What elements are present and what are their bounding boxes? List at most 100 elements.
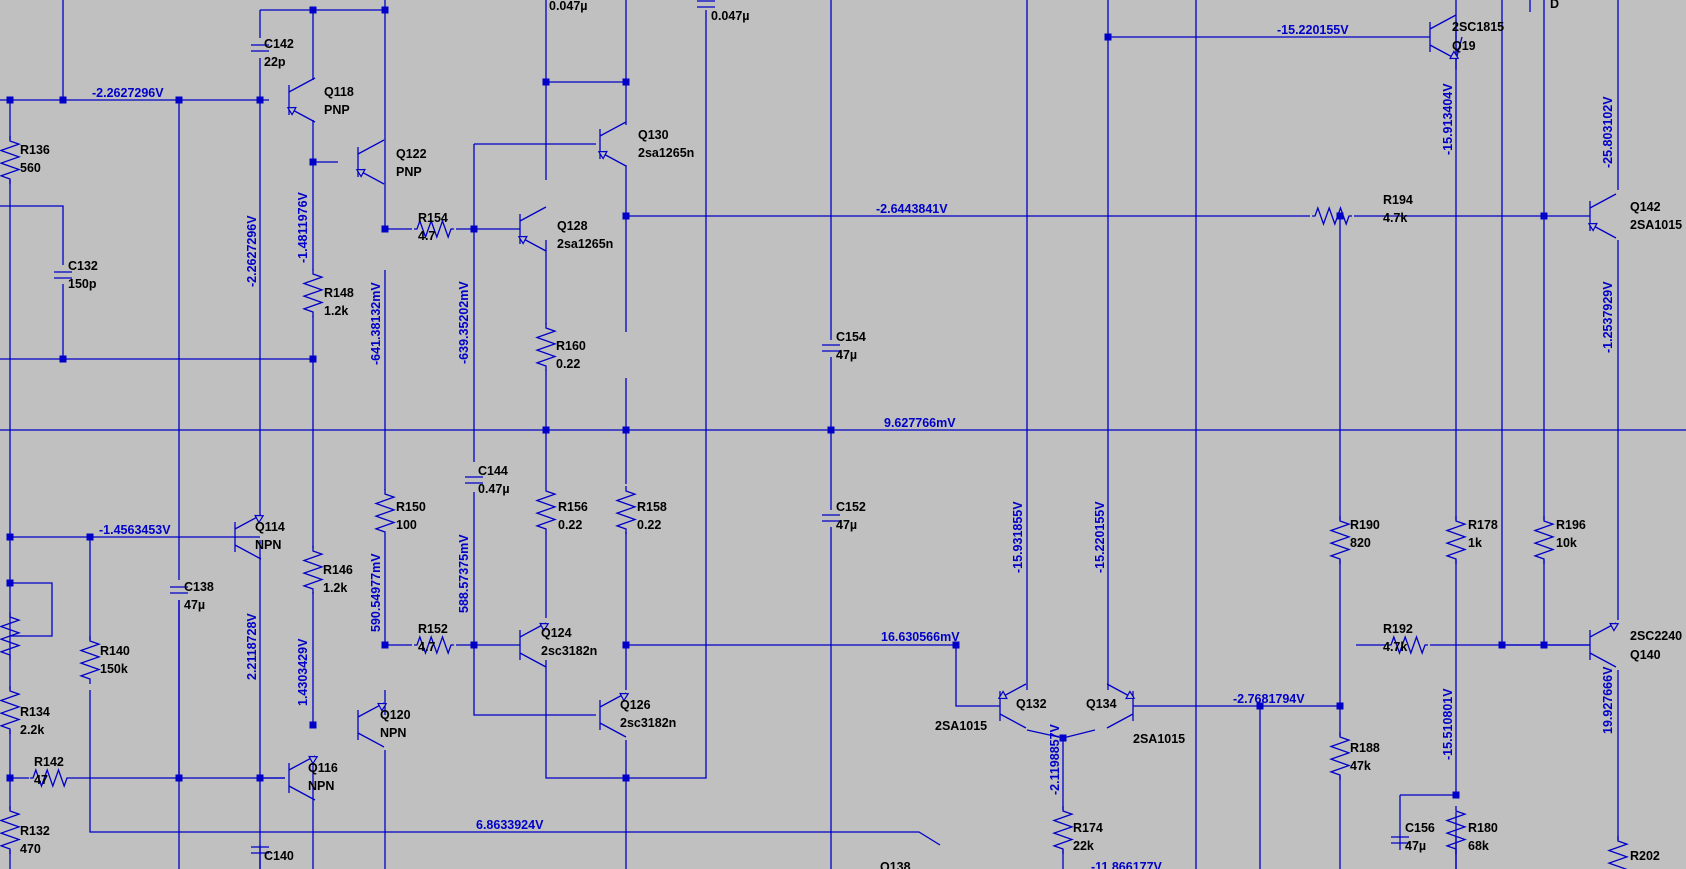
r136-value-label: 560 (20, 161, 41, 175)
d-top-ref-label: D (1550, 0, 1559, 11)
junction-dot-32 (1256, 702, 1264, 710)
resistor-r202 (1607, 836, 1629, 869)
net-label-n2: -2.2627296V (245, 215, 259, 287)
r160-value-label: 0.22 (556, 357, 580, 371)
resistor-r192 (1388, 635, 1428, 655)
transistor-q124 (519, 622, 550, 668)
q138-ref-label: Q138 (880, 860, 911, 869)
net-label-n1: -2.2627296V (92, 86, 164, 100)
wire-31 (473, 646, 596, 716)
resistor-r160 (535, 323, 557, 371)
q120-value-label: NPN (380, 726, 406, 740)
r156-value-label: 0.22 (558, 518, 582, 532)
c156-ref-label: C156 (1405, 821, 1435, 835)
resistor-r142 (30, 768, 70, 788)
net-label-n17: -15.931855V (1011, 501, 1025, 573)
resistor-r150 (374, 489, 396, 537)
r192-ref-label: R192 (1383, 622, 1413, 636)
capacitor-c156 (1391, 836, 1409, 844)
r136-ref-label: R136 (20, 143, 50, 157)
junction-dot-35 (1452, 791, 1460, 799)
q19-ref-label: Q19 (1452, 39, 1476, 53)
r178-ref-label: R178 (1468, 518, 1498, 532)
r178-value-label: 1k (1468, 536, 1482, 550)
transistor-q130 (597, 121, 627, 167)
junction-dot-21 (6, 774, 14, 782)
q116-ref-label: Q116 (308, 761, 338, 775)
transistor-q142 (1587, 193, 1617, 239)
r190-value-label: 820 (1350, 536, 1371, 550)
junction-dot-27 (622, 641, 630, 649)
net-label-n21: -2.1198857V (1048, 723, 1062, 795)
junction-dot-24 (309, 721, 317, 729)
junction-dot-18 (6, 533, 14, 541)
junction-dot-11 (470, 225, 478, 233)
transistor-q118 (286, 77, 316, 123)
r158-value-label: 0.22 (637, 518, 661, 532)
q126-ref-label: Q126 (620, 698, 651, 712)
junction-dot-36 (1498, 641, 1506, 649)
junction-dot-19 (86, 533, 94, 541)
junction-dot-23 (256, 774, 264, 782)
resistor-r196 (1533, 516, 1555, 564)
net-label-n10: -1.2537929V (1601, 281, 1615, 353)
junction-dot-14 (622, 212, 630, 220)
resistor-r178 (1445, 516, 1467, 564)
net-label-n9: -25.803102V (1601, 96, 1615, 168)
q118-ref-label: Q118 (324, 85, 354, 99)
capacitor-c132 (54, 271, 72, 279)
q128-ref-label: Q128 (557, 219, 588, 233)
transistor-q116 (288, 755, 319, 801)
c152-value-label: 47µ (836, 518, 857, 532)
junction-dot-16 (622, 426, 630, 434)
junction-dot-3 (175, 96, 183, 104)
q118-value-label: PNP (324, 103, 350, 117)
capacitor-c142 (251, 44, 269, 52)
net-label-n5: -639.35202mV (457, 281, 471, 364)
net-label-n15: 590.54977mV (369, 553, 383, 632)
wire-70 (955, 645, 1000, 707)
junction-dot-30 (1059, 734, 1067, 742)
capacitor-c140 (251, 846, 269, 854)
resistor-r136 (0, 136, 21, 184)
junction-dot-34 (1336, 702, 1344, 710)
q122-value-label: PNP (396, 165, 422, 179)
c140-ref-label: C140 (264, 849, 294, 863)
r180-ref-label: R180 (1468, 821, 1498, 835)
c154-ref-label: C154 (836, 330, 866, 344)
resistor-r194 (1312, 206, 1352, 226)
q124-ref-label: Q124 (541, 626, 572, 640)
junction-dot-31 (1104, 33, 1112, 41)
devices (0, 0, 1629, 869)
junction-dot-22 (175, 774, 183, 782)
net-label-n23: 19.927666V (1601, 666, 1615, 734)
net-label-n3: -1.4811976V (296, 191, 310, 263)
junction-dot-38 (1540, 212, 1548, 220)
net-label-n6: -2.6443841V (876, 202, 948, 216)
r148-value-label: 1.2k (324, 304, 348, 318)
c142-value-label: 22p (264, 55, 286, 69)
r156-ref-label: R156 (558, 500, 588, 514)
r202-ref-label: R202 (1630, 849, 1660, 863)
net-label-n11: 9.627766mV (884, 416, 956, 430)
junction-dot-7 (309, 158, 317, 166)
q142-ref-label: Q142 (1630, 200, 1661, 214)
resistor-r158 (615, 486, 637, 534)
r194-ref-label: R194 (1383, 193, 1413, 207)
r140-value-label: 150k (100, 662, 128, 676)
capacitor-c154 (822, 344, 840, 352)
capacitor-ctop1 (697, 0, 715, 8)
q142-value-label: 2SA1015 (1630, 218, 1682, 232)
q140-ref-label: Q140 (1630, 648, 1661, 662)
capacitor-c144 (465, 476, 483, 484)
r146-ref-label: R146 (323, 563, 353, 577)
junction-dot-28 (622, 774, 630, 782)
net-label-n18: -15.220155V (1093, 501, 1107, 573)
q114-value-label: NPN (255, 538, 281, 552)
junction-dots (6, 6, 1548, 799)
resistor-r152 (414, 635, 454, 655)
junction-dot-9 (309, 355, 317, 363)
q19-value-label: 2SC1815 (1452, 20, 1504, 34)
